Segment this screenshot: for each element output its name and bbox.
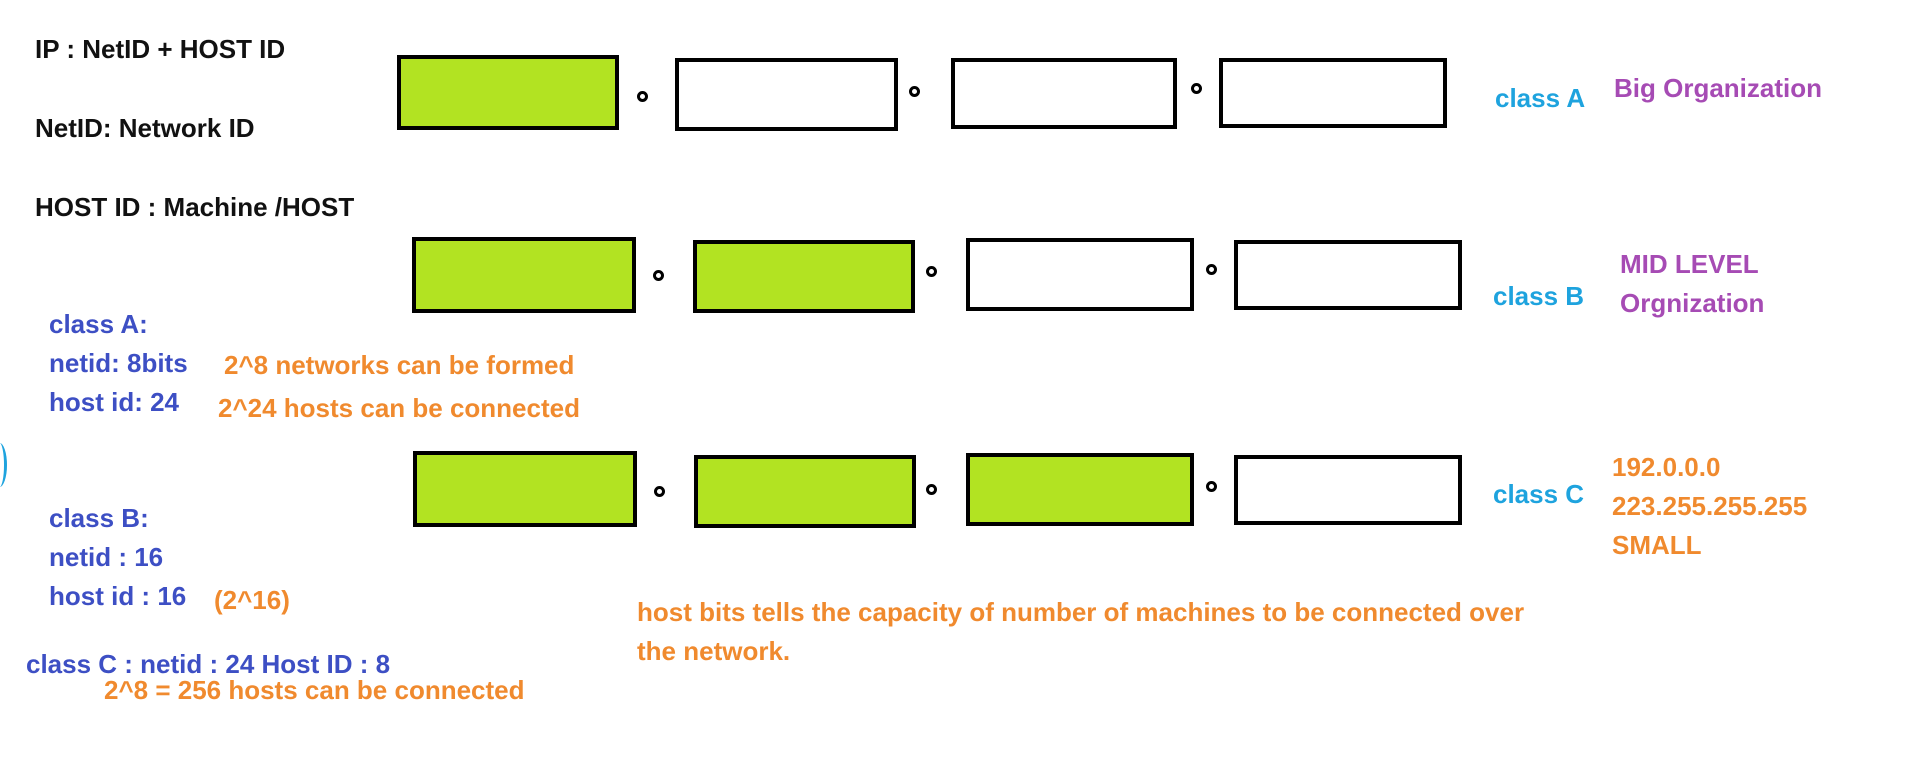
class-c-octet-3	[966, 453, 1194, 526]
class-b-description-line-2: Orgnization	[1620, 288, 1765, 318]
host-bits-note-line-2: the network.	[637, 636, 791, 666]
class-b-hosts-note: (2^16)	[214, 585, 290, 615]
class-a-description: Big Organization	[1614, 73, 1822, 103]
class-c-notes-line: class C : netid : 24 Host ID : 8	[26, 649, 391, 679]
class-b-label: class B	[1493, 281, 1585, 311]
class-a-hosts-note: 2^24 hosts can be connected	[218, 393, 580, 423]
class-b-netid: netid : 16	[49, 542, 164, 572]
class-b-octet-3	[966, 238, 1194, 311]
class-b-octet-2	[693, 240, 915, 313]
host-bits-note-line-1: host bits tells the capacity of number o…	[637, 597, 1525, 627]
class-b-octet-1	[412, 237, 636, 313]
octet-separator-dot	[1206, 481, 1217, 492]
octet-separator-dot	[654, 486, 665, 497]
class-c-hosts-note: 2^8 = 256 hosts can be connected	[104, 675, 525, 705]
netid-definition: NetID: Network ID	[35, 113, 255, 143]
annotation-mark	[0, 443, 7, 487]
octet-separator-dot	[1206, 264, 1217, 275]
octet-separator-dot	[1191, 83, 1202, 94]
class-a-octet-4	[1219, 58, 1447, 128]
class-c-octet-4	[1234, 455, 1462, 525]
class-c-octet-2	[694, 455, 916, 528]
class-a-octet-2	[675, 58, 898, 131]
class-a-notes-title: class A:	[49, 309, 148, 339]
class-c-label: class C	[1493, 479, 1585, 509]
class-a-netid: netid: 8bits	[49, 348, 188, 378]
class-a-octet-3	[951, 58, 1177, 129]
class-b-description-line-1: MID LEVEL	[1620, 249, 1759, 279]
octet-separator-dot	[926, 266, 937, 277]
class-a-hostid: host id: 24	[49, 387, 180, 417]
octet-separator-dot	[926, 484, 937, 495]
octet-separator-dot	[637, 91, 648, 102]
class-c-size: SMALL	[1612, 530, 1702, 560]
class-c-octet-1	[413, 451, 637, 527]
class-c-range-start: 192.0.0.0	[1612, 452, 1721, 482]
class-a-octet-1	[397, 55, 619, 130]
class-b-notes-title: class B:	[49, 503, 149, 533]
class-a-networks-note: 2^8 networks can be formed	[224, 350, 575, 380]
hostid-definition: HOST ID : Machine /HOST	[35, 192, 355, 222]
octet-separator-dot	[909, 86, 920, 97]
class-b-hostid: host id : 16	[49, 581, 187, 611]
class-b-octet-4	[1234, 240, 1462, 310]
ip-definition: IP : NetID + HOST ID	[35, 34, 286, 64]
octet-separator-dot	[653, 270, 664, 281]
class-c-range-end: 223.255.255.255	[1612, 491, 1808, 521]
class-a-label: class A	[1495, 83, 1586, 113]
